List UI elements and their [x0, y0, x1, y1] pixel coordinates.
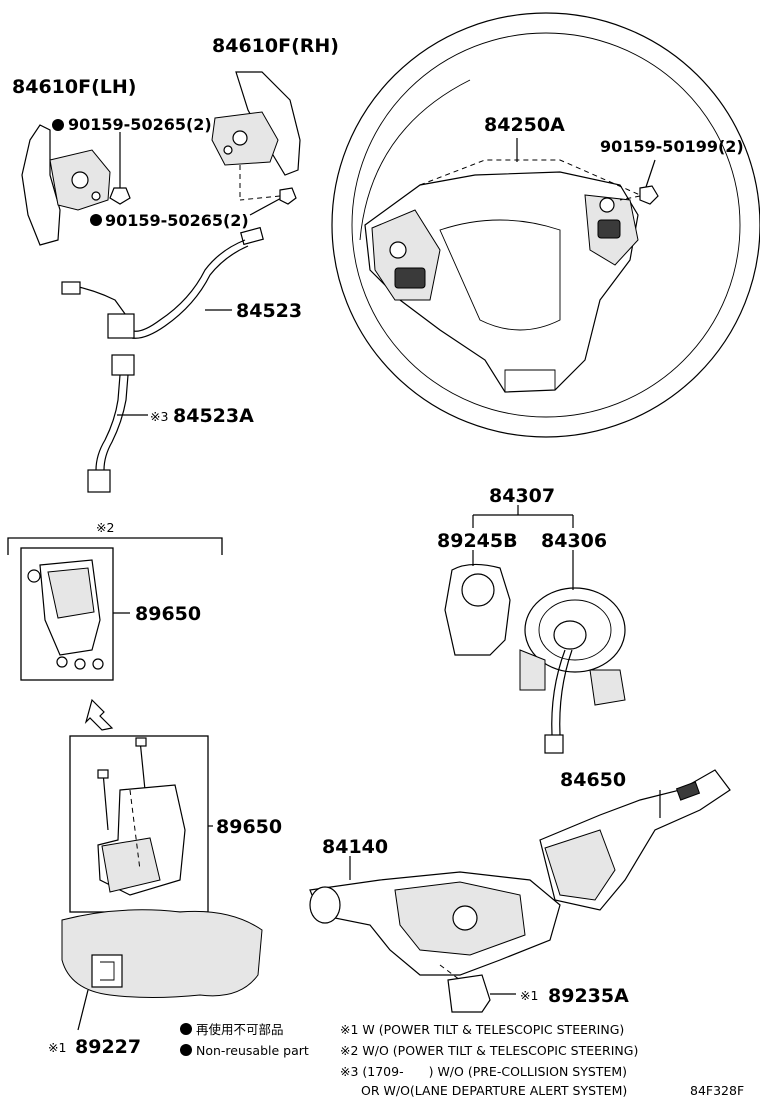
diagram-code: 84F328F [690, 1083, 744, 1098]
note-2: ※2 W/O (POWER TILT & TELESCOPIC STEERING… [340, 1043, 638, 1058]
arrow-down-icon [84, 698, 114, 731]
label-84650: 84650 [560, 769, 626, 791]
mark-89235A: ※1 [520, 988, 538, 1003]
paddle-shifter-lh [21, 124, 111, 246]
non-reusable-dot-upper [52, 119, 64, 131]
label-89227: 89227 [75, 1036, 141, 1058]
bolt-90159-50199 [619, 159, 659, 205]
legend-non-reusable-en: Non-reusable part [196, 1043, 309, 1058]
label-bolt-90159-50265-upper: 90159-50265(2) [68, 115, 212, 134]
mark-89650-group: ※2 [96, 520, 114, 535]
label-84307: 84307 [489, 485, 555, 507]
sensor-89235A [439, 964, 516, 1013]
label-89245B: 89245B [437, 530, 518, 552]
label-84306: 84306 [541, 530, 607, 552]
wire-84523A [87, 354, 148, 493]
label-84140: 84140 [322, 836, 388, 858]
motor-89650-top [27, 559, 104, 670]
switch-84650 [539, 769, 731, 911]
mark-89227: ※1 [48, 1040, 66, 1055]
note-3-continued: OR W/O(LANE DEPARTURE ALERT SYSTEM) [361, 1083, 627, 1098]
motor-89650-bottom [97, 737, 186, 896]
legend-dot-en [180, 1044, 192, 1056]
spiral-cable-84306 [519, 550, 626, 754]
bolt-90159-50265-lower [239, 187, 297, 216]
legend-dot-jp [180, 1023, 192, 1035]
label-84523: 84523 [236, 300, 302, 322]
label-84610F-rh: 84610F(RH) [212, 35, 339, 57]
sensor-89245B [444, 550, 511, 656]
label-84250A: 84250A [484, 114, 565, 136]
non-reusable-dot-lower [90, 214, 102, 226]
note-1: ※1 W (POWER TILT & TELESCOPIC STEERING) [340, 1022, 624, 1037]
switch-84140 [309, 856, 561, 976]
label-84610F-lh: 84610F(LH) [12, 76, 136, 98]
legend-non-reusable-jp: 再使用不可部品 [196, 1022, 284, 1037]
note-3: ※3 (1709- ) W/O (PRE-COLLISION SYSTEM) [340, 1064, 627, 1079]
bracket-84307 [472, 505, 574, 528]
column-housing [61, 909, 263, 1031]
mark-84523A: ※3 [150, 409, 168, 424]
paddle-shifter-rh [211, 71, 301, 200]
label-89235A: 89235A [548, 985, 629, 1007]
label-bolt-90159-50199: 90159-50199(2) [600, 137, 744, 156]
label-89650-top: 89650 [135, 603, 201, 625]
label-84523A: 84523A [173, 405, 254, 427]
wire-harness-84523 [61, 226, 264, 339]
steering-wheel-84250A [331, 12, 760, 438]
group-bracket-89650 [7, 537, 223, 681]
label-89650-bottom: 89650 [216, 816, 282, 838]
bolt-90159-50265-upper [109, 132, 131, 205]
label-bolt-90159-50265-lower: 90159-50265(2) [105, 211, 249, 230]
